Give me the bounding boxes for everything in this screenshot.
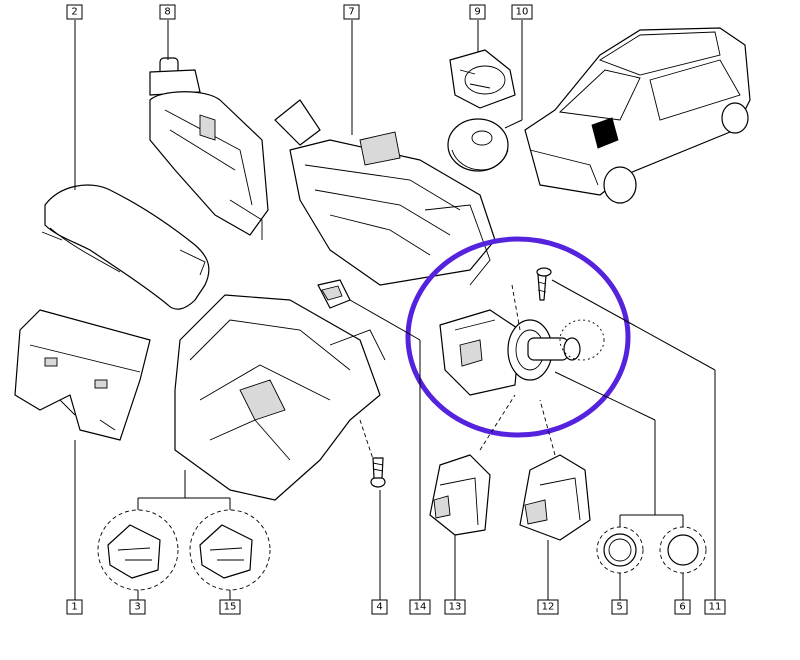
part-column-bracket xyxy=(274,99,496,286)
callout-label: 10 xyxy=(516,7,529,18)
part-upper-cover xyxy=(41,184,210,310)
callout-12: 12 xyxy=(537,599,559,615)
part-cap xyxy=(447,118,509,172)
callout-label: 4 xyxy=(376,602,382,613)
callout-2: 2 xyxy=(66,4,83,20)
callout-15: 15 xyxy=(219,599,241,615)
callout-6: 6 xyxy=(674,599,691,615)
callout-1: 1 xyxy=(66,599,83,615)
callout-label: 12 xyxy=(542,602,555,613)
callout-label: 9 xyxy=(474,7,480,18)
callout-5: 5 xyxy=(611,599,628,615)
callout-7: 7 xyxy=(343,4,360,20)
part-connector xyxy=(317,279,351,309)
callout-label: 11 xyxy=(709,602,722,613)
callout-label: 6 xyxy=(679,602,685,613)
part-switch-housing-right xyxy=(519,454,591,541)
part-transponder-ring xyxy=(449,49,516,109)
highlight-ring xyxy=(405,236,631,438)
part-ignition-switch xyxy=(439,284,605,456)
callout-label: 13 xyxy=(449,602,462,613)
callout-3: 3 xyxy=(129,599,146,615)
leader-lines xyxy=(74,20,716,600)
detail-circle-3 xyxy=(97,509,179,591)
callout-label: 8 xyxy=(164,7,170,18)
callout-10: 10 xyxy=(511,4,533,20)
callout-label: 2 xyxy=(71,7,77,18)
callout-4: 4 xyxy=(371,599,388,615)
part-button-cap-5 xyxy=(596,526,644,574)
callout-13: 13 xyxy=(444,599,466,615)
vehicle-illustration xyxy=(524,27,751,204)
part-switch-housing-left xyxy=(429,454,491,536)
part-combination-switch xyxy=(149,57,269,240)
callout-label: 5 xyxy=(616,602,622,613)
callout-label: 7 xyxy=(348,7,354,18)
callout-label: 14 xyxy=(414,602,427,613)
callout-11: 11 xyxy=(704,599,726,615)
callout-label: 3 xyxy=(134,602,140,613)
part-bolt xyxy=(536,267,552,301)
part-screw xyxy=(359,419,386,488)
callout-label: 15 xyxy=(224,602,237,613)
callout-label: 1 xyxy=(71,602,77,613)
detail-circle-15 xyxy=(189,509,271,591)
callout-8: 8 xyxy=(159,4,176,20)
part-lower-trim xyxy=(14,309,151,441)
part-lower-shroud xyxy=(174,294,386,501)
callout-14: 14 xyxy=(409,599,431,615)
callout-9: 9 xyxy=(469,4,486,20)
part-button-cap-6 xyxy=(659,526,707,574)
